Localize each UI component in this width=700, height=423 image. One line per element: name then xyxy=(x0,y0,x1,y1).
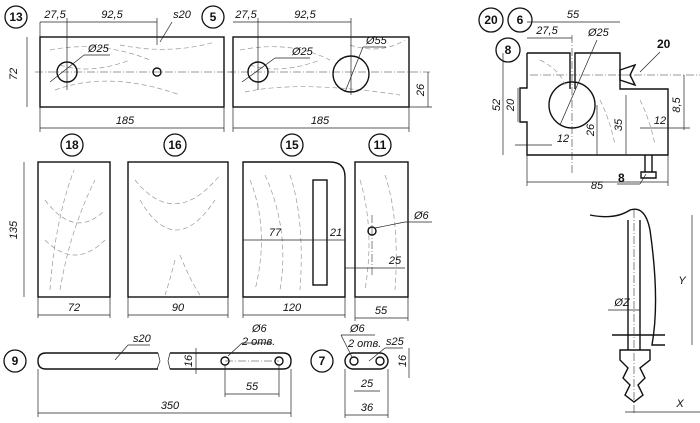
dim-text: ØZ xyxy=(613,297,631,309)
dim-text: 21 xyxy=(329,227,342,239)
part-label: 8 xyxy=(618,171,625,185)
dim-text: 55 xyxy=(246,381,259,393)
part-label: 20 xyxy=(657,37,671,51)
dim-text: Ø25 xyxy=(87,43,110,55)
part-label: 9 xyxy=(12,354,19,368)
dim-text: 120 xyxy=(283,302,302,314)
dim-text: 12 xyxy=(654,115,666,127)
part-label: 18 xyxy=(65,138,79,152)
part-label: 20 xyxy=(484,13,498,27)
dim-text: 85 xyxy=(591,180,604,192)
slot xyxy=(312,179,328,286)
part-label: 15 xyxy=(285,138,299,152)
part-label-circle xyxy=(4,5,28,29)
dim-text: 20 xyxy=(505,98,517,112)
dim-text: Y xyxy=(678,275,686,287)
part-18: 18 135 72 xyxy=(8,133,111,318)
dim-text: 92,5 xyxy=(294,9,316,21)
dim-text: 55 xyxy=(567,9,580,21)
dim-text: 8,5 xyxy=(671,96,683,112)
dim-text: 16 xyxy=(397,354,409,367)
dim-text: 36 xyxy=(361,402,374,414)
part-5: 5 27,5 92,5 Ø25 Ø55 26 185 xyxy=(201,5,432,132)
dim-text: Ø25 xyxy=(587,27,610,39)
part-label: 6 xyxy=(517,13,524,27)
part-label: 7 xyxy=(319,354,326,368)
dim-text: Ø6 xyxy=(349,323,366,335)
dim-text: 12 xyxy=(557,133,569,145)
part-16: 16 90 xyxy=(127,133,229,318)
dim-text: 27,5 xyxy=(43,9,66,21)
dim-text: 16 xyxy=(183,354,195,367)
part-11: 11 Ø6 25 55 xyxy=(345,133,432,321)
assembly-view: 20 6 8 55 27,5 Ø25 20 52 20 12 26 35 8,5… xyxy=(478,7,700,192)
thickness-text: s20 xyxy=(173,9,192,21)
dim-text: 26 xyxy=(415,83,427,97)
dim-text: 26 xyxy=(585,123,597,137)
part-label: 5 xyxy=(210,10,217,24)
part-13: 13 27,5 92,5 s20 Ø25 72 185 xyxy=(4,5,232,132)
dim-text: 72 xyxy=(8,68,20,80)
part-9: 9 s20 Ø6 2 отв. 16 55 350 xyxy=(3,323,292,417)
part-7: 7 Ø6 2 отв. s25 16 25 36 xyxy=(310,323,410,418)
part-15: 15 77 21 120 xyxy=(242,133,346,318)
dim-text: 2 отв. xyxy=(347,338,381,350)
dim-text: Ø6 xyxy=(413,210,430,222)
dim-text: 52 xyxy=(491,99,503,111)
dim-text: 185 xyxy=(311,115,330,127)
dim-text: 72 xyxy=(68,302,80,314)
dim-text: Ø6 xyxy=(251,323,268,335)
dim-text: 25 xyxy=(388,255,402,267)
dim-text: 55 xyxy=(375,305,388,317)
thickness-text: s25 xyxy=(386,336,405,348)
part-label: 16 xyxy=(168,138,182,152)
dim-text: X xyxy=(675,398,684,410)
dim-text: 27,5 xyxy=(234,9,257,21)
part-label: 8 xyxy=(505,43,512,57)
dim-text: 25 xyxy=(360,378,374,390)
dim-text: 92,5 xyxy=(101,9,123,21)
dim-text: 90 xyxy=(172,302,185,314)
dim-text: Ø25 xyxy=(291,46,314,58)
dim-text: Ø55 xyxy=(365,35,388,47)
dim-text: 135 xyxy=(8,220,20,239)
thickness-text: s20 xyxy=(133,333,152,345)
dim-text: 27,5 xyxy=(535,25,558,37)
part-label: 11 xyxy=(374,138,387,152)
dim-text: 2 отв. xyxy=(241,336,275,348)
drill-detail: ØZ Y X xyxy=(589,208,700,415)
part-label: 13 xyxy=(9,10,23,24)
hole-small xyxy=(152,67,162,77)
dim-text: 185 xyxy=(116,115,135,127)
dim-text: 350 xyxy=(161,400,180,412)
dim-text: 77 xyxy=(269,227,282,239)
dim-text: 35 xyxy=(613,118,625,131)
